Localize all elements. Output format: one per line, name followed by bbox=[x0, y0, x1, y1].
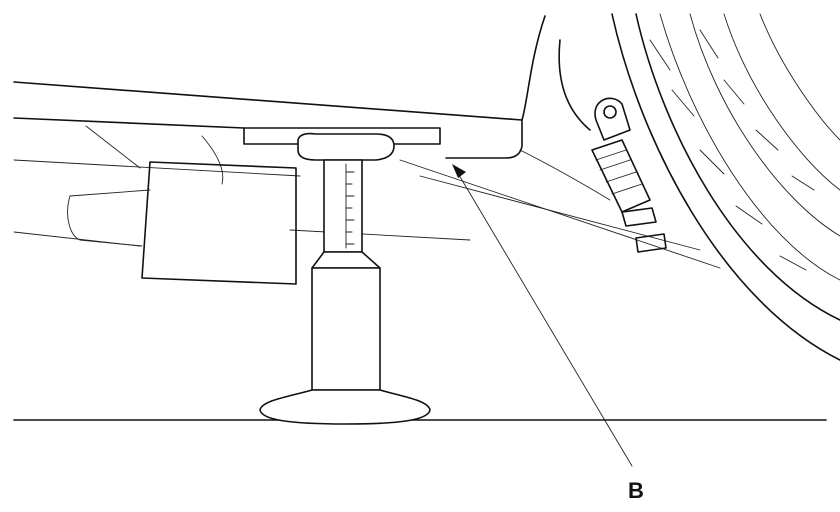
callout-label-b: B bbox=[628, 478, 644, 503]
jack-column bbox=[323, 159, 363, 253]
exhaust-muffler bbox=[67, 161, 297, 285]
jack-stand bbox=[259, 132, 431, 425]
jack-saddle bbox=[297, 132, 395, 161]
jack-base bbox=[259, 389, 431, 425]
fender bbox=[521, 15, 591, 131]
jack-collar bbox=[311, 251, 381, 269]
suspension-bracket bbox=[591, 97, 667, 253]
tire bbox=[611, 13, 840, 361]
jack-scale bbox=[345, 163, 355, 249]
jack-body bbox=[311, 267, 381, 391]
callout-leader bbox=[452, 164, 633, 467]
rocker-panel bbox=[13, 81, 721, 269]
